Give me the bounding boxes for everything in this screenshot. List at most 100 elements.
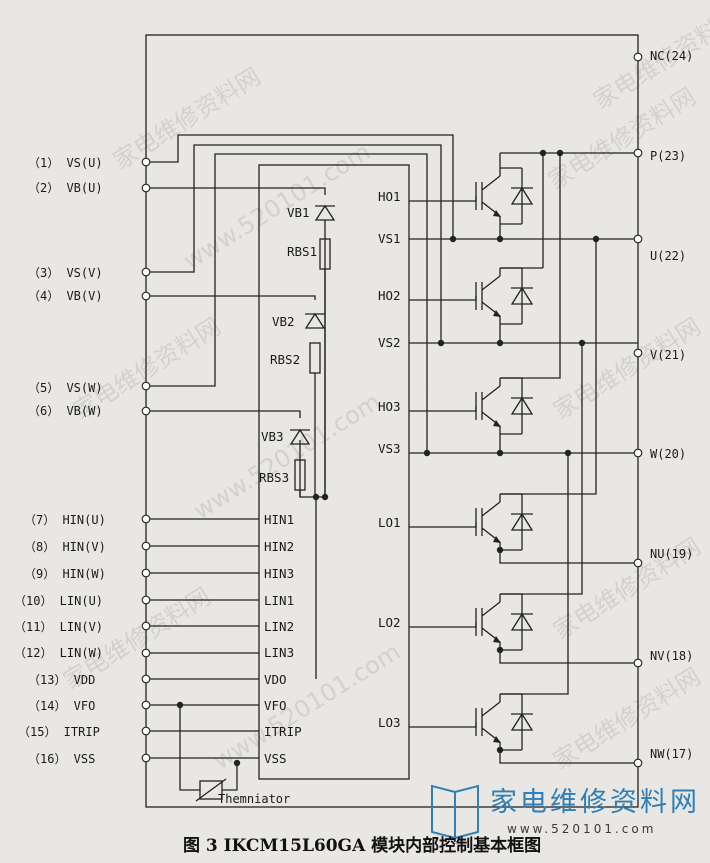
diode-vb1 bbox=[314, 204, 336, 221]
junction-dot bbox=[449, 235, 457, 243]
site-logo: 家电维修资料网 www.520101.com bbox=[431, 784, 700, 840]
junction-dot bbox=[423, 449, 431, 457]
pin-label-vb-u: （2） VB(U) bbox=[28, 181, 103, 195]
pin-label-vs-w: （5） VS(W) bbox=[28, 381, 103, 395]
ic-pin-vfo: VFO bbox=[264, 698, 287, 713]
diode-label-vb2: VB2 bbox=[272, 314, 295, 329]
junction-dot bbox=[233, 759, 241, 767]
pin-label-vfo: （14） VFO bbox=[28, 699, 95, 713]
pin-label-nw: NW(17) bbox=[650, 747, 693, 761]
pin-terminal bbox=[141, 381, 151, 391]
pin-label-w: W(20) bbox=[650, 447, 686, 461]
ic-pin-vs1: VS1 bbox=[378, 231, 401, 246]
ic-pin-lin1: LIN1 bbox=[264, 593, 294, 608]
pin-terminal bbox=[141, 621, 151, 631]
ic-pin-ho3: HO3 bbox=[378, 399, 401, 414]
watermark-layer: 家电维修资料网 www.520101.com 家电维修资料网 家电维修资料网 家… bbox=[58, 2, 710, 775]
junction-dot bbox=[539, 149, 547, 157]
ic-pin-lin3: LIN3 bbox=[264, 645, 294, 660]
nw-net bbox=[499, 750, 638, 764]
junction-dot bbox=[312, 493, 320, 501]
control-ic bbox=[258, 164, 410, 780]
igbt-5 bbox=[475, 593, 534, 651]
pin-terminal bbox=[141, 648, 151, 658]
u-low-feed bbox=[500, 239, 597, 495]
watermark: 家电维修资料网 bbox=[548, 312, 705, 425]
logo-url: www.520101.com bbox=[507, 822, 656, 836]
ic-pin-vss: VSS bbox=[264, 751, 287, 766]
book-icon bbox=[431, 784, 479, 840]
pin-terminal bbox=[141, 541, 151, 551]
igbt-2 bbox=[475, 267, 534, 325]
pin-label-vb-v: （4） VB(V) bbox=[28, 289, 103, 303]
pin-label-nc: NC(24) bbox=[650, 49, 693, 63]
thermistor-label: Themniator bbox=[218, 792, 290, 806]
igbt-4 bbox=[475, 493, 534, 551]
left-pin-labels: （1） VS(U) （2） VB(U) （3） VS(V) （4） VB(V) … bbox=[14, 156, 106, 766]
vfo-wire bbox=[179, 705, 200, 791]
ic-output-labels: HO1 VS1 HO2 VS2 HO3 VS3 LO1 LO2 LO3 bbox=[378, 189, 401, 730]
v-low-feed bbox=[500, 343, 583, 595]
watermark: www.520101.com bbox=[208, 638, 405, 776]
pin-label-nu: NU(19) bbox=[650, 547, 693, 561]
pin-label-hin-w: （9） HIN(W) bbox=[24, 567, 106, 581]
pin-terminal bbox=[141, 753, 151, 763]
gate-wire bbox=[409, 296, 477, 301]
pin-terminal bbox=[633, 758, 643, 768]
pin-label-vb-w: （6） VB(W) bbox=[28, 404, 103, 418]
pin-label-vs-u: （1） VS(U) bbox=[28, 156, 103, 170]
igbt-1 bbox=[475, 167, 534, 225]
diode-label-vb3: VB3 bbox=[261, 429, 284, 444]
pin-label-hin-v: （8） HIN(V) bbox=[24, 540, 106, 554]
pin-terminal bbox=[141, 674, 151, 684]
pin-terminal bbox=[633, 52, 643, 62]
nu-net bbox=[499, 550, 638, 564]
gate-wire bbox=[409, 622, 477, 628]
vs-v-wire bbox=[146, 144, 442, 343]
pin-terminal bbox=[141, 157, 151, 167]
ic-pin-vdo: VDO bbox=[264, 672, 287, 687]
diode-vb2 bbox=[304, 312, 326, 329]
ic-pin-hin3: HIN3 bbox=[264, 566, 294, 581]
ic-input-labels: HIN1 HIN2 HIN3 LIN1 LIN2 LIN3 VDO VFO IT… bbox=[264, 512, 302, 766]
junction-dot bbox=[437, 339, 445, 347]
vdd-rail bbox=[315, 496, 325, 679]
logo-text: 家电维修资料网 bbox=[490, 787, 700, 818]
pin-terminal bbox=[141, 568, 151, 578]
igbt-3 bbox=[475, 377, 534, 435]
vs-u-wire bbox=[146, 134, 454, 239]
pin-label-vdd: （13） VDD bbox=[28, 673, 95, 687]
pin-label-p: P(23) bbox=[650, 149, 686, 163]
pin-terminal bbox=[141, 291, 151, 301]
resistor-rbs3 bbox=[294, 459, 306, 491]
thermistor-slash bbox=[195, 778, 227, 802]
pin-label-vs-v: （3） VS(V) bbox=[28, 266, 103, 280]
pin-terminal bbox=[141, 595, 151, 605]
ic-pin-lin2: LIN2 bbox=[264, 619, 294, 634]
nv-net bbox=[499, 650, 638, 664]
pin-label-itrip: （15） ITRIP bbox=[18, 725, 100, 739]
bootstrap-labels: VB1 RBS1 VB2 RBS2 VB3 RBS3 bbox=[259, 205, 317, 485]
resistor-label-rbs2: RBS2 bbox=[270, 352, 300, 367]
watermark: www.520101.com bbox=[178, 138, 375, 276]
vb-v-wire bbox=[146, 295, 316, 300]
ic-pin-ho2: HO2 bbox=[378, 288, 401, 303]
pin-label-lin-v: （11） LIN(V) bbox=[14, 620, 103, 634]
pin-terminal bbox=[141, 700, 151, 710]
pin-terminal bbox=[141, 406, 151, 416]
junction-dot bbox=[176, 701, 184, 709]
pin-label-hin-u: （7） HIN(U) bbox=[24, 513, 106, 527]
pin-terminal bbox=[633, 448, 643, 458]
pin-terminal bbox=[633, 148, 643, 158]
p-drop-3 bbox=[500, 153, 561, 379]
resistor-rbs1 bbox=[319, 238, 331, 270]
pin-label-u: U(22) bbox=[650, 249, 686, 263]
thermistor bbox=[199, 780, 223, 800]
ic-pin-itrip: ITRIP bbox=[264, 724, 302, 739]
resistor-label-rbs3: RBS3 bbox=[259, 470, 289, 485]
ic-pin-vs3: VS3 bbox=[378, 441, 401, 456]
vss-wire bbox=[222, 763, 238, 791]
ic-pin-ho1: HO1 bbox=[378, 189, 401, 204]
module-outline bbox=[145, 34, 639, 808]
